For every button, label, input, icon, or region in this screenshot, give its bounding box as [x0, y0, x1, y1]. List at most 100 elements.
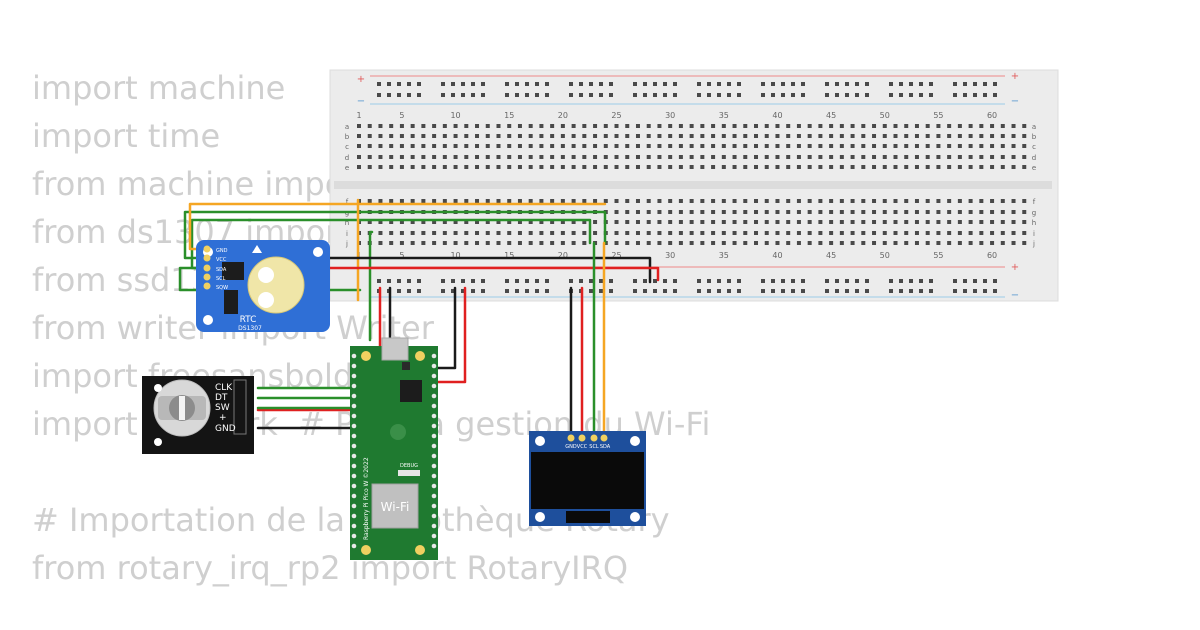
breadboard-hole[interactable]: [973, 93, 977, 97]
breadboard-hole[interactable]: [432, 220, 437, 224]
breadboard-hole[interactable]: [801, 93, 805, 97]
breadboard-hole[interactable]: [609, 93, 613, 97]
breadboard-hole[interactable]: [367, 144, 372, 148]
breadboard-hole[interactable]: [957, 231, 962, 235]
breadboard-hole[interactable]: [983, 93, 987, 97]
breadboard-hole[interactable]: [525, 82, 529, 86]
breadboard-hole[interactable]: [550, 220, 555, 224]
breadboard-hole[interactable]: [711, 199, 716, 203]
breadboard-hole[interactable]: [717, 82, 721, 86]
breadboard-hole[interactable]: [545, 279, 549, 283]
breadboard-hole[interactable]: [485, 199, 490, 203]
breadboard-hole[interactable]: [451, 279, 455, 283]
breadboard-hole[interactable]: [441, 93, 445, 97]
breadboard-hole[interactable]: [407, 279, 411, 283]
breadboard-hole[interactable]: [571, 124, 576, 128]
breadboard-hole[interactable]: [786, 134, 791, 138]
breadboard-hole[interactable]: [947, 220, 952, 224]
rotary-encoder[interactable]: CLK DT SW + GND: [142, 376, 254, 454]
breadboard-hole[interactable]: [643, 82, 647, 86]
breadboard-hole[interactable]: [507, 134, 512, 138]
breadboard-hole[interactable]: [539, 220, 544, 224]
breadboard-hole[interactable]: [407, 289, 411, 293]
breadboard-hole[interactable]: [539, 144, 544, 148]
breadboard-hole[interactable]: [367, 134, 372, 138]
breadboard-hole[interactable]: [807, 124, 812, 128]
wire-pico-gnd-black[interactable]: [430, 286, 457, 370]
wire-rtc-sda-green[interactable]: [183, 210, 607, 260]
breadboard-hole[interactable]: [721, 199, 726, 203]
breadboard-hole[interactable]: [925, 220, 930, 224]
breadboard-hole[interactable]: [818, 241, 823, 245]
breadboard-hole[interactable]: [791, 279, 795, 283]
breadboard-hole[interactable]: [732, 134, 737, 138]
breadboard-hole[interactable]: [453, 144, 458, 148]
breadboard-hole[interactable]: [700, 241, 705, 245]
breadboard-hole[interactable]: [968, 231, 973, 235]
breadboard-hole[interactable]: [560, 155, 565, 159]
breadboard-hole[interactable]: [663, 279, 667, 283]
breadboard-hole[interactable]: [700, 210, 705, 214]
breadboard-hole[interactable]: [678, 165, 683, 169]
breadboard-hole[interactable]: [711, 231, 716, 235]
breadboard-hole[interactable]: [432, 199, 437, 203]
breadboard-hole[interactable]: [700, 220, 705, 224]
breadboard-hole[interactable]: [582, 231, 587, 235]
breadboard-hole[interactable]: [485, 134, 490, 138]
breadboard-hole[interactable]: [609, 82, 613, 86]
breadboard-hole[interactable]: [507, 231, 512, 235]
breadboard-hole[interactable]: [367, 124, 372, 128]
breadboard-hole[interactable]: [550, 134, 555, 138]
breadboard-hole[interactable]: [432, 241, 437, 245]
breadboard-hole[interactable]: [517, 220, 522, 224]
breadboard-hole[interactable]: [829, 231, 834, 235]
breadboard-hole[interactable]: [357, 155, 361, 159]
breadboard-hole[interactable]: [711, 124, 716, 128]
breadboard-hole[interactable]: [442, 144, 447, 148]
breadboard-hole[interactable]: [475, 124, 480, 128]
breadboard-hole[interactable]: [872, 220, 877, 224]
breadboard-hole[interactable]: [432, 165, 437, 169]
breadboard-hole[interactable]: [399, 199, 404, 203]
pico-pin[interactable]: [351, 523, 357, 529]
breadboard-hole[interactable]: [865, 93, 869, 97]
breadboard-hole[interactable]: [796, 220, 801, 224]
breadboard-hole[interactable]: [968, 124, 973, 128]
breadboard-hole[interactable]: [754, 199, 759, 203]
breadboard-hole[interactable]: [882, 220, 887, 224]
breadboard-hole[interactable]: [973, 289, 977, 293]
breadboard-hole[interactable]: [635, 220, 640, 224]
pico-pin[interactable]: [431, 543, 437, 549]
breadboard-hole[interactable]: [589, 82, 593, 86]
breadboard-hole[interactable]: [485, 165, 490, 169]
breadboard-hole[interactable]: [442, 165, 447, 169]
breadboard-hole[interactable]: [625, 155, 630, 159]
breadboard-hole[interactable]: [865, 289, 869, 293]
breadboard-hole[interactable]: [825, 289, 829, 293]
breadboard-hole[interactable]: [796, 124, 801, 128]
breadboard-hole[interactable]: [904, 165, 909, 169]
breadboard-hole[interactable]: [754, 241, 759, 245]
breadboard-hole[interactable]: [807, 165, 812, 169]
breadboard-hole[interactable]: [1011, 124, 1016, 128]
breadboard-hole[interactable]: [796, 199, 801, 203]
breadboard-hole[interactable]: [367, 155, 372, 159]
breadboard-hole[interactable]: [539, 241, 544, 245]
breadboard-hole[interactable]: [957, 155, 962, 159]
wire-rtc-gnd-black[interactable]: [210, 256, 652, 284]
pico-pin[interactable]: [431, 463, 437, 469]
breadboard-hole[interactable]: [771, 279, 775, 283]
breadboard-hole[interactable]: [925, 124, 930, 128]
breadboard-hole[interactable]: [818, 231, 823, 235]
breadboard-hole[interactable]: [839, 155, 844, 159]
breadboard-hole[interactable]: [775, 241, 780, 245]
breadboard-hole[interactable]: [475, 231, 480, 235]
breadboard-hole[interactable]: [764, 124, 769, 128]
breadboard-hole[interactable]: [845, 289, 849, 293]
breadboard-hole[interactable]: [990, 134, 995, 138]
oled-pin[interactable]: [567, 434, 575, 442]
breadboard-hole[interactable]: [421, 220, 426, 224]
breadboard-hole[interactable]: [764, 241, 769, 245]
breadboard-hole[interactable]: [850, 241, 855, 245]
breadboard-hole[interactable]: [850, 210, 855, 214]
